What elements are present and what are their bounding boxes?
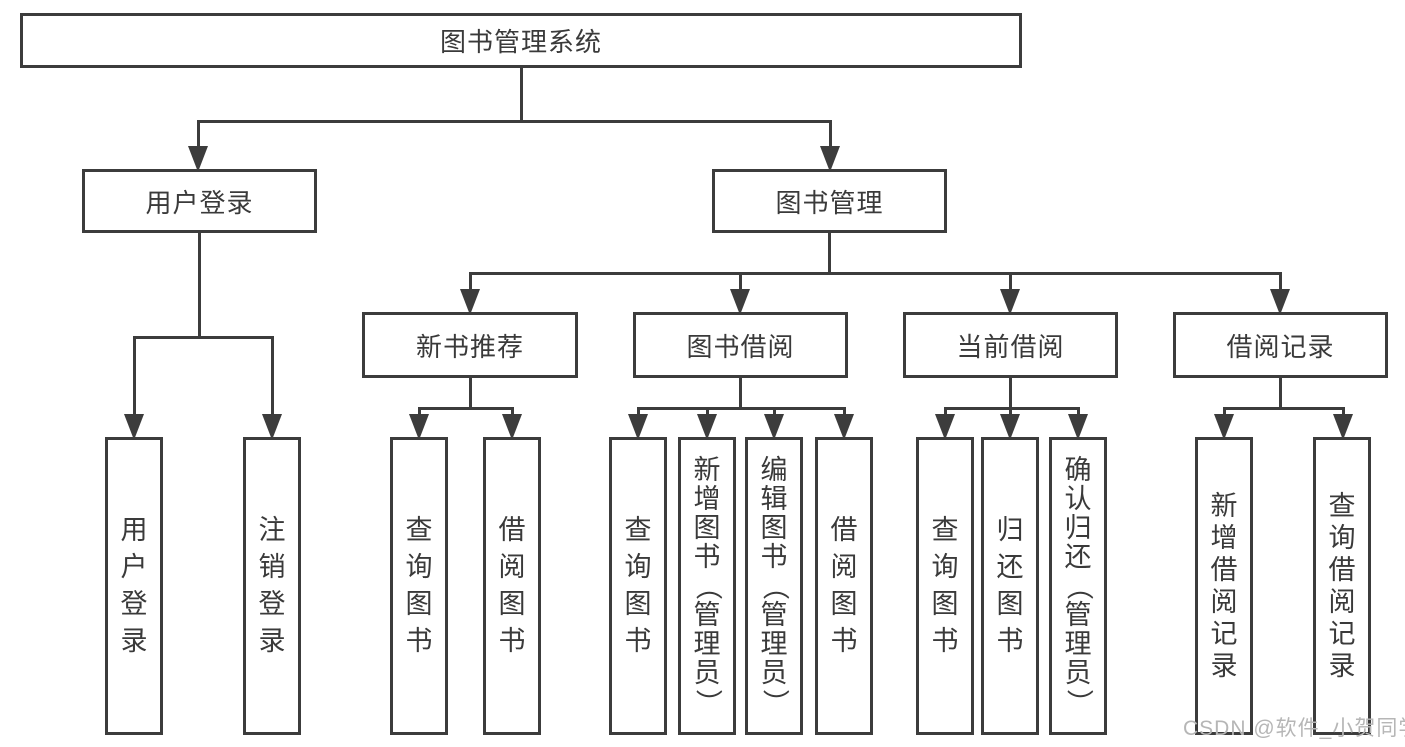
- arrowhead-to-current-borrow: [1000, 289, 1020, 315]
- connector-root-horizontal: [197, 120, 832, 123]
- leaf-query-books-current: 查询图书: [916, 437, 974, 735]
- connector-mgmt-current-stem: [1009, 272, 1012, 293]
- node-current-borrow-label: 当前借阅: [956, 331, 1065, 362]
- connector-root-to-login-stem: [197, 120, 200, 150]
- leaf-borrow-books-recommend: 借阅图书: [483, 437, 541, 735]
- connector-mgmt-newbook-stem: [469, 272, 472, 293]
- arrowhead-current-leaf1: [935, 414, 955, 440]
- leaf-user-login: 用户登录: [105, 437, 163, 735]
- connector-login-leaf1-stem: [133, 336, 136, 418]
- connector-current-leaf2-stem: [1009, 407, 1012, 418]
- arrowhead-records-leaf1: [1214, 414, 1234, 440]
- connector-borrow-leaf3-stem: [773, 407, 776, 418]
- node-current-borrow: 当前借阅: [903, 312, 1118, 378]
- arrowhead-to-book-borrow: [730, 289, 750, 315]
- connector-current-stub: [1009, 376, 1012, 410]
- leaf-query-books-borrow: 查询图书: [609, 437, 667, 735]
- connector-newbook-horizontal: [418, 407, 514, 410]
- arrowhead-newbook-leaf2: [502, 414, 522, 440]
- node-new-book-recommend-label: 新书推荐: [415, 331, 524, 362]
- connector-root-stub: [520, 66, 523, 123]
- arrowhead-current-leaf2: [1000, 414, 1020, 440]
- arrowhead-to-leaf-logout: [262, 414, 282, 440]
- connector-login-stub: [198, 231, 201, 339]
- arrowhead-to-borrow-records: [1270, 289, 1290, 315]
- connector-current-leaf3-stem: [1077, 407, 1080, 418]
- arrowhead-records-leaf2: [1333, 414, 1353, 440]
- leaf-return-books: 归还图书: [981, 437, 1039, 735]
- arrowhead-to-user-login: [188, 146, 208, 172]
- node-library-system-label: 图书管理系统: [439, 27, 602, 57]
- node-borrow-records: 借阅记录: [1173, 312, 1388, 378]
- connector-newbook-stub: [469, 376, 472, 410]
- connector-records-stub: [1279, 376, 1282, 410]
- arrowhead-borrow-leaf1: [628, 414, 648, 440]
- node-book-borrow: 图书借阅: [633, 312, 848, 378]
- node-new-book-recommend: 新书推荐: [362, 312, 578, 378]
- connector-login-horizontal: [133, 336, 274, 339]
- connector-records-leaf1-stem: [1223, 407, 1226, 418]
- arrowhead-current-leaf3: [1068, 414, 1088, 440]
- node-book-management: 图书管理: [712, 169, 947, 233]
- connector-records-horizontal: [1223, 407, 1344, 410]
- leaf-add-borrow-record: 新增借阅记录: [1195, 437, 1253, 735]
- connector-borrow-leaf4-stem: [843, 407, 846, 418]
- node-user-login-label: 用户登录: [145, 187, 254, 218]
- arrowhead-to-leaf-user-login: [124, 414, 144, 440]
- leaf-add-books-admin: 新增图书（管理员）: [678, 437, 736, 735]
- connector-borrow-leaf1-stem: [637, 407, 640, 418]
- connector-mgmt-horizontal: [469, 272, 1282, 275]
- arrowhead-borrow-leaf2: [697, 414, 717, 440]
- node-user-login: 用户登录: [82, 169, 317, 233]
- connector-borrow-horizontal: [637, 407, 845, 410]
- connector-login-leaf2-stem: [271, 336, 274, 418]
- leaf-logout-login: 注销登录: [243, 437, 301, 735]
- arrowhead-to-new-book-recommend: [460, 289, 480, 315]
- leaf-confirm-return-admin: 确认归还（管理员）: [1049, 437, 1107, 735]
- connector-borrow-stub: [739, 376, 742, 410]
- leaf-borrow-books: 借阅图书: [815, 437, 873, 735]
- connector-mgmt-records-stem: [1279, 272, 1282, 293]
- connector-mgmt-stub: [828, 231, 831, 275]
- connector-current-leaf1-stem: [944, 407, 947, 418]
- connector-newbook-leaf1-stem: [418, 407, 421, 418]
- connector-root-to-mgmt-stem: [829, 120, 832, 150]
- node-book-borrow-label: 图书借阅: [686, 331, 795, 362]
- csdn-watermark: CSDN @软件_小贺同学: [1183, 717, 1405, 740]
- connector-mgmt-borrow-stem: [739, 272, 742, 293]
- leaf-edit-books-admin: 编辑图书（管理员）: [745, 437, 803, 735]
- arrowhead-to-book-mgmt: [820, 146, 840, 172]
- node-library-system: 图书管理系统: [20, 13, 1022, 68]
- arrowhead-borrow-leaf4: [834, 414, 854, 440]
- arrowhead-borrow-leaf3: [764, 414, 784, 440]
- node-borrow-records-label: 借阅记录: [1226, 331, 1335, 362]
- arrowhead-newbook-leaf1: [409, 414, 429, 440]
- connector-records-leaf2-stem: [1342, 407, 1345, 418]
- node-book-management-label: 图书管理: [775, 187, 884, 218]
- leaf-query-borrow-record: 查询借阅记录: [1313, 437, 1371, 735]
- leaf-query-books-recommend: 查询图书: [390, 437, 448, 735]
- connector-borrow-leaf2-stem: [706, 407, 709, 418]
- connector-newbook-leaf2-stem: [511, 407, 514, 418]
